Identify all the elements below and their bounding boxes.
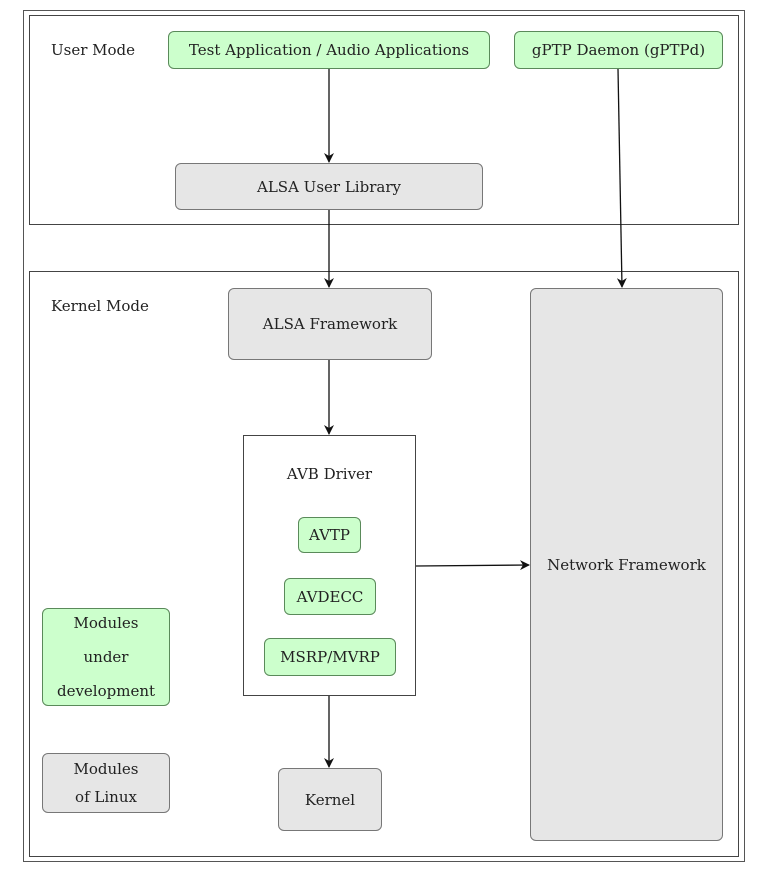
kernel-box[interactable]: Kernel <box>278 768 382 831</box>
legend-linux-line2: of Linux <box>75 788 137 806</box>
test-application-box[interactable]: Test Application / Audio Applications <box>168 31 490 69</box>
avb-driver-title: AVB Driver <box>286 465 373 483</box>
legend-dev-line1: Modules <box>73 614 139 632</box>
legend-linux-line1: Modules <box>73 760 139 778</box>
gptp-daemon-box[interactable]: gPTP Daemon (gPTPd) <box>514 31 723 69</box>
msrp-mvrp-box[interactable]: MSRP/MVRP <box>264 638 396 676</box>
alsa-user-library-box[interactable]: ALSA User Library <box>175 163 483 210</box>
outer-frame <box>23 10 745 862</box>
avdecc-box[interactable]: AVDECC <box>284 578 376 615</box>
legend-modules-under-development: Modules under development <box>42 608 170 706</box>
avtp-box[interactable]: AVTP <box>298 517 361 553</box>
alsa-framework-box[interactable]: ALSA Framework <box>228 288 432 360</box>
legend-modules-of-linux: Modules of Linux <box>42 753 170 813</box>
kernel-mode-label: Kernel Mode <box>51 297 149 315</box>
user-mode-label: User Mode <box>51 41 136 59</box>
network-framework-box[interactable]: Network Framework <box>530 288 723 841</box>
legend-dev-line2: under <box>83 648 129 666</box>
legend-dev-line3: development <box>56 682 156 700</box>
